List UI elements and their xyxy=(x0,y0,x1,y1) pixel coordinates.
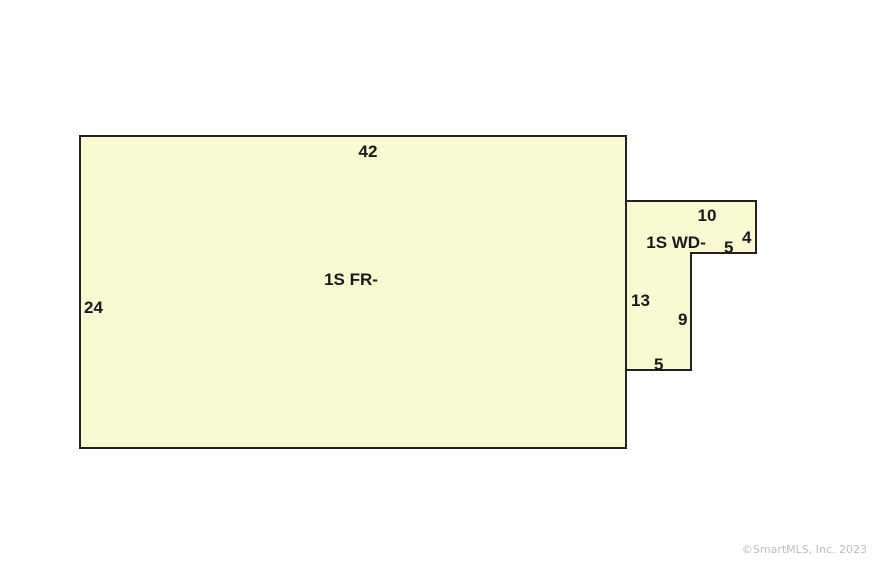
deck-area-label: 1S WD- xyxy=(646,233,706,252)
main-area-label: 1S FR- xyxy=(324,270,378,289)
deck-top-dimension: 10 xyxy=(698,206,717,225)
main-top-dimension: 42 xyxy=(359,142,378,161)
copyright-notice: ©SmartMLS, Inc. 2023 xyxy=(741,543,867,556)
main-left-dimension: 24 xyxy=(84,298,103,317)
deck-area-outline xyxy=(625,200,757,371)
deck-bottom-dimension: 5 xyxy=(654,355,663,374)
deck-right-dimension: 4 xyxy=(742,228,752,247)
deck-left-dimension: 13 xyxy=(631,291,650,310)
deck-inner-dimension: 9 xyxy=(678,310,687,329)
main-area-outline xyxy=(79,135,627,449)
deck-notch-dimension: 5 xyxy=(724,238,733,257)
